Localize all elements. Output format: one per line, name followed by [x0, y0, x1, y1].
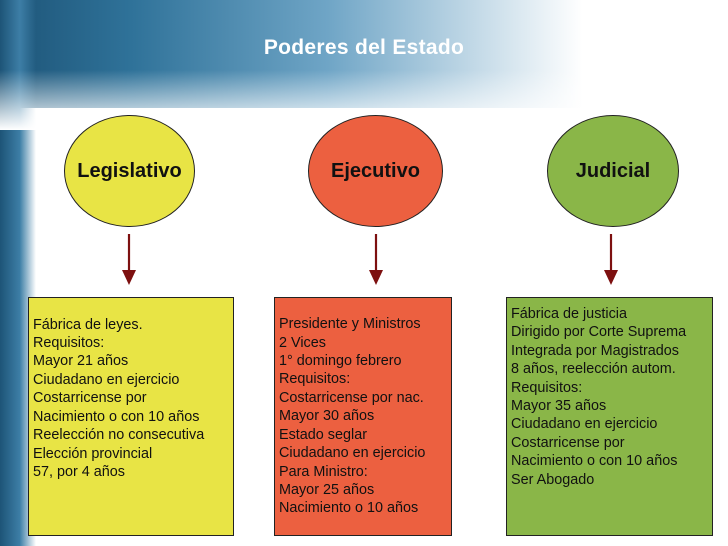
- arrow-legislativo: [122, 234, 136, 285]
- box-legislativo: Fábrica de leyes. Requisitos:Mayor 21 año…: [28, 297, 234, 536]
- box-line: 2 Vices: [279, 334, 326, 351]
- arrow-ejecutivo: [369, 234, 383, 285]
- box-line: Fábrica de leyes.: [33, 316, 143, 333]
- box-line: Mayor 21 años: [33, 353, 129, 370]
- arrow-judicial: [604, 234, 618, 285]
- box-line: Nacimiento o con 10 años: [33, 408, 200, 425]
- box-line: 57, por 4 años: [33, 463, 126, 480]
- box-line: Mayor 30 años: [279, 408, 375, 425]
- oval-label-ejecutivo: Ejecutivo: [331, 159, 420, 182]
- box-line: Ciudadano en ejercicio: [33, 371, 180, 388]
- box-line: Requisitos:: [33, 335, 105, 352]
- oval-label-judicial: Judicial: [575, 159, 651, 182]
- box-line: Costarricense por: [511, 434, 625, 451]
- box-line: Estado seglar: [279, 426, 367, 443]
- box-line: 1° domingo febrero: [279, 353, 402, 370]
- box-line: Mayor 35 años: [511, 398, 607, 415]
- box-line: Costarricense por: [33, 390, 147, 407]
- box-line: Ser Abogado: [511, 471, 595, 488]
- box-line: Mayor 25 años: [279, 481, 375, 498]
- slide-title: Poderes del Estado: [263, 36, 465, 59]
- box-line: Requisitos:: [511, 379, 583, 396]
- box-line: Presidente y Ministros: [279, 316, 421, 333]
- oval-judicial: Judicial: [547, 115, 679, 227]
- box-line: Elección provincial: [33, 445, 153, 462]
- box-line: Dirigido por Corte Suprema: [511, 324, 687, 341]
- box-line: Ciudadano en ejercicio: [511, 416, 658, 433]
- box-line: 8 años, reelección autom.: [511, 361, 676, 378]
- box-line: Ciudadano en ejercicio: [279, 445, 426, 462]
- box-line: Requisitos:: [279, 371, 351, 388]
- box-line: Nacimiento o con 10 años: [511, 453, 678, 470]
- box-line: Reelección no consecutiva: [33, 427, 205, 444]
- oval-ejecutivo: Ejecutivo: [308, 115, 443, 227]
- box-line: Nacimiento o 10 años: [279, 500, 419, 517]
- box-line: Fábrica de justicia: [511, 306, 627, 322]
- oval-legislativo: Legislativo: [64, 115, 195, 227]
- box-line: Integrada por Magistrados: [511, 342, 679, 359]
- oval-label-legislativo: Legislativo: [77, 159, 182, 182]
- box-line: Costarricense por nac.: [279, 389, 424, 406]
- box-line: Para Ministro:: [279, 463, 368, 480]
